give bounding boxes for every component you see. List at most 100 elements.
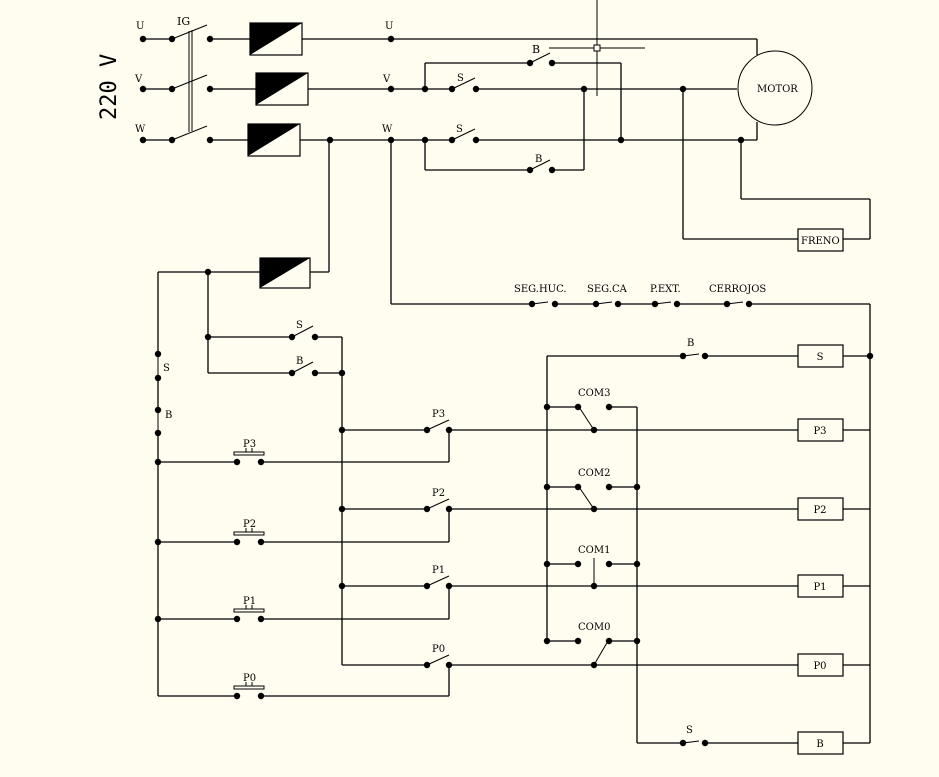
safety-chain	[531, 301, 870, 305]
call-button-p2[interactable]	[233, 528, 265, 536]
phase-label-v-out: V	[382, 74, 391, 85]
junction-dot	[338, 426, 346, 434]
junction-dot	[548, 59, 556, 67]
junction-dot	[592, 300, 600, 308]
junction-dot	[311, 333, 319, 341]
coil-label: P3	[813, 426, 826, 437]
commutator-com3	[547, 406, 637, 431]
junction-dot	[673, 300, 681, 308]
junction-dot	[421, 85, 429, 93]
power-contactor-s-v	[451, 77, 476, 90]
commutator-com1	[547, 558, 637, 586]
junction-dot	[448, 136, 456, 144]
main-switch-label: IG	[177, 15, 190, 28]
junction-dot	[445, 505, 453, 513]
coil-label: P2	[813, 505, 826, 516]
junction-dot	[605, 403, 613, 411]
call-button-p1[interactable]	[233, 605, 265, 613]
junction-dot	[590, 661, 598, 669]
junction-dot	[574, 403, 582, 411]
junction-dot	[387, 136, 395, 144]
relay-contact-label: P2	[432, 488, 445, 499]
junction-dot	[206, 35, 214, 43]
motor-label: MOTOR	[757, 84, 798, 95]
interlock-label-s: S	[163, 363, 170, 374]
call-button-label: P3	[243, 439, 256, 450]
junction-dot	[257, 692, 265, 700]
junction-dot	[472, 136, 480, 144]
call-button-p0[interactable]	[233, 682, 265, 690]
call-button-label: P2	[243, 519, 256, 530]
junction-dot	[472, 85, 480, 93]
junction-dot	[633, 637, 641, 645]
hold-contact-label-b: B	[296, 356, 303, 367]
phase-label-u-in: U	[136, 21, 144, 32]
junction-dot	[204, 333, 212, 341]
phase-label-w-out: W	[382, 124, 393, 135]
junction-dot	[421, 136, 429, 144]
junction-dot	[139, 85, 147, 93]
junction-dot	[701, 352, 709, 360]
junction-dot	[543, 560, 551, 568]
crosshair-cursor	[549, 0, 645, 96]
junction-dot	[445, 582, 453, 590]
phase-label-v-in: V	[134, 74, 143, 85]
thermal-relay-u	[249, 22, 303, 56]
junction-dot	[257, 458, 265, 466]
junction-dot	[154, 615, 162, 623]
junction-dot	[233, 458, 241, 466]
phase-label-u-out: U	[385, 21, 393, 32]
junction-dot	[206, 136, 214, 144]
junction-dot	[154, 350, 162, 358]
junction-dot	[679, 739, 687, 747]
thermal-relay-v	[255, 72, 309, 106]
junction-dot	[605, 560, 613, 568]
phase-label-w-in: W	[135, 124, 146, 135]
junction-dot	[233, 538, 241, 546]
coil-s: S	[797, 344, 844, 368]
coil-b: B	[797, 731, 844, 755]
relay-contact-label: P0	[432, 644, 445, 655]
junction-dot	[679, 85, 687, 93]
coil-s-interlock-label: B	[687, 338, 694, 349]
junction-dot	[605, 483, 613, 491]
brake-coil	[797, 228, 844, 252]
junction-dot	[614, 300, 622, 308]
junction-dot	[543, 483, 551, 491]
junction-dot	[257, 615, 265, 623]
junction-dot	[617, 136, 625, 144]
call-button-p3[interactable]	[233, 448, 265, 456]
contact-label-s-w: S	[456, 124, 463, 135]
junction-dot	[633, 560, 641, 568]
coil-label: P0	[813, 661, 826, 672]
contact-label-b-bottom: B	[535, 154, 542, 165]
junction-dot	[590, 505, 598, 513]
junction-dot	[233, 615, 241, 623]
brake-label: FRENO	[801, 236, 840, 247]
supply-voltage-label: 220 V	[97, 54, 122, 120]
junction-dot	[257, 538, 265, 546]
coil-p3: P3	[797, 418, 844, 442]
junction-dot	[387, 35, 395, 43]
commutator-com0	[547, 640, 637, 666]
safety-label-p-ext: P.EXT.	[650, 284, 681, 295]
junction-dot	[288, 369, 296, 377]
junction-dot	[651, 300, 659, 308]
junction-dot	[548, 166, 556, 174]
junction-dot	[311, 369, 319, 377]
junction-dot	[448, 85, 456, 93]
junction-dot	[590, 582, 598, 590]
coil-p1: P1	[797, 574, 844, 598]
junction-dot	[233, 692, 241, 700]
junction-dot	[204, 268, 212, 276]
coil-label: B	[816, 739, 823, 750]
junction-dot	[288, 333, 296, 341]
commutator-label: COM1	[578, 545, 610, 556]
junction-dot	[580, 85, 588, 93]
contact-label-s-v: S	[457, 73, 464, 84]
call-button-label: P0	[243, 673, 256, 684]
junction-dot	[423, 505, 431, 513]
